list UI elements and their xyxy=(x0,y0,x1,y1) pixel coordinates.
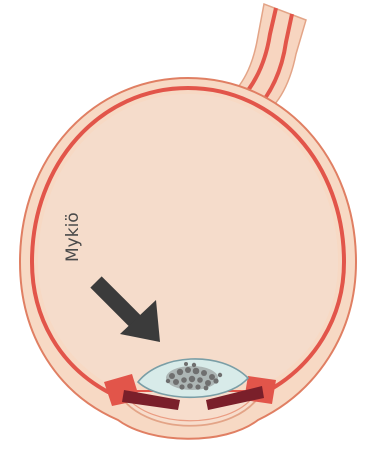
mykio-label: Mykiö xyxy=(63,212,83,262)
